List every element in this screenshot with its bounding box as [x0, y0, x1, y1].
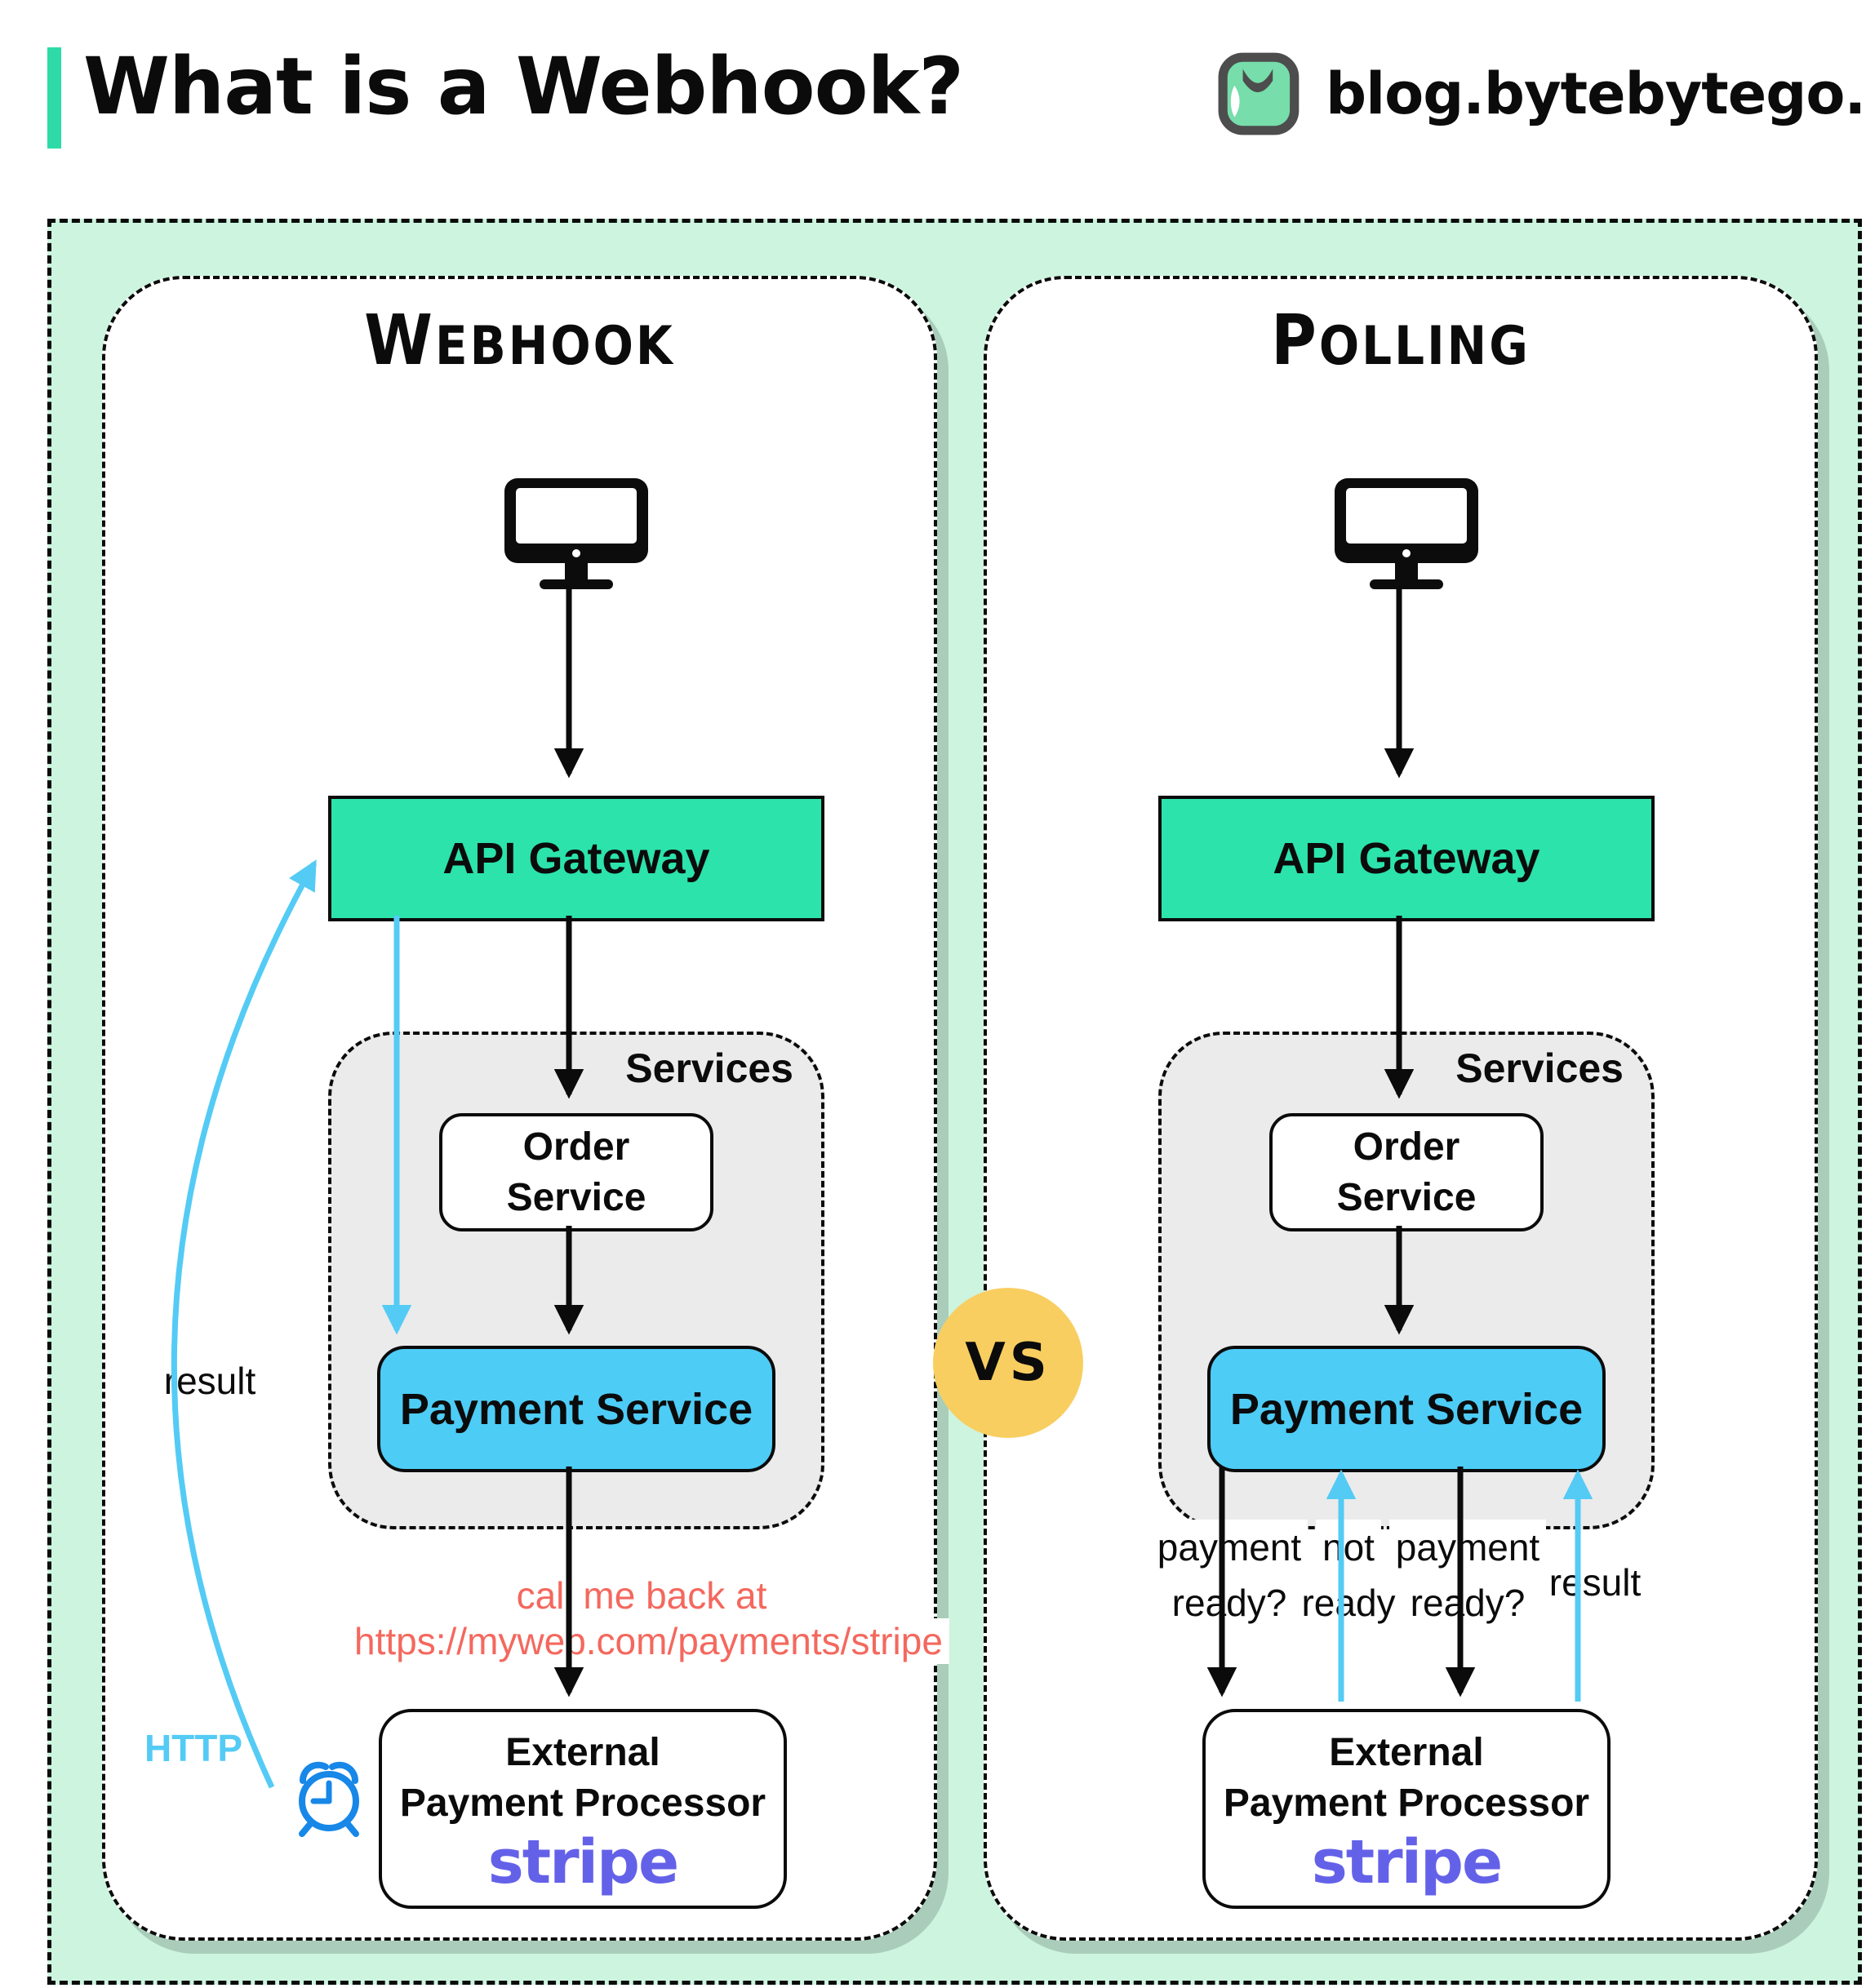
external-processor-line1: External — [505, 1730, 660, 1774]
vs-badge: VS — [933, 1288, 1083, 1438]
not-ready-label: not ready — [1275, 1520, 1422, 1631]
brand: blog.bytebytego.com — [1216, 49, 1866, 139]
title-accent-bar — [47, 47, 61, 149]
computer-icon — [504, 478, 648, 589]
payment-service-box: Payment Service — [1207, 1346, 1606, 1472]
order-service-line1: Order — [1353, 1125, 1460, 1169]
order-service-line2: Service — [1336, 1175, 1477, 1219]
alarm-clock-icon — [299, 1761, 359, 1837]
callback-note-line1: call me back at — [509, 1573, 774, 1618]
order-service-box: Order Service — [1269, 1113, 1544, 1231]
bytebytego-logo-icon — [1218, 52, 1300, 135]
computer-icon — [1335, 478, 1478, 589]
services-group-label: Services — [1455, 1045, 1624, 1091]
webhook-panel: Webhook API Gateway Services Order Servi… — [102, 276, 949, 1941]
external-processor-box: External Payment Processor stripe — [1202, 1709, 1611, 1909]
external-processor-line2: Payment Processor — [1223, 1781, 1590, 1825]
external-processor-line1: External — [1329, 1730, 1484, 1774]
webhook-panel-title: Webhook — [364, 299, 675, 381]
stripe-logo: stripe — [487, 1826, 679, 1897]
poll-request-label-1: payment ready? — [1131, 1520, 1327, 1631]
external-processor-line2: Payment Processor — [399, 1781, 766, 1825]
callback-note: call me back at https://myweb.com/paymen… — [348, 1573, 949, 1664]
callback-note-line2: https://myweb.com/payments/stripe — [348, 1618, 949, 1664]
result-label: result — [112, 1358, 308, 1404]
order-service-line1: Order — [522, 1125, 630, 1169]
poll-request-label-2: payment ready? — [1370, 1520, 1566, 1631]
external-processor-box: External Payment Processor stripe — [379, 1709, 787, 1909]
payment-service-box: Payment Service — [377, 1346, 775, 1472]
services-group-label: Services — [625, 1045, 793, 1091]
comparison-board: Webhook API Gateway Services Order Servi… — [47, 219, 1862, 1985]
order-service-line2: Service — [506, 1175, 646, 1219]
polling-panel-title: Polling — [1271, 299, 1531, 381]
page-title: What is a Webhook? — [83, 41, 964, 132]
api-gateway-box: API Gateway — [1158, 796, 1655, 921]
polling-panel: Polling API Gateway Services Order Servi… — [984, 276, 1818, 1941]
order-service-box: Order Service — [439, 1113, 713, 1231]
result-label: result — [1522, 1555, 1668, 1610]
http-label: HTTP — [144, 1727, 243, 1769]
api-gateway-box: API Gateway — [328, 796, 824, 921]
site-url: blog.bytebytego.com — [1326, 60, 1866, 127]
stripe-logo: stripe — [1311, 1826, 1503, 1897]
